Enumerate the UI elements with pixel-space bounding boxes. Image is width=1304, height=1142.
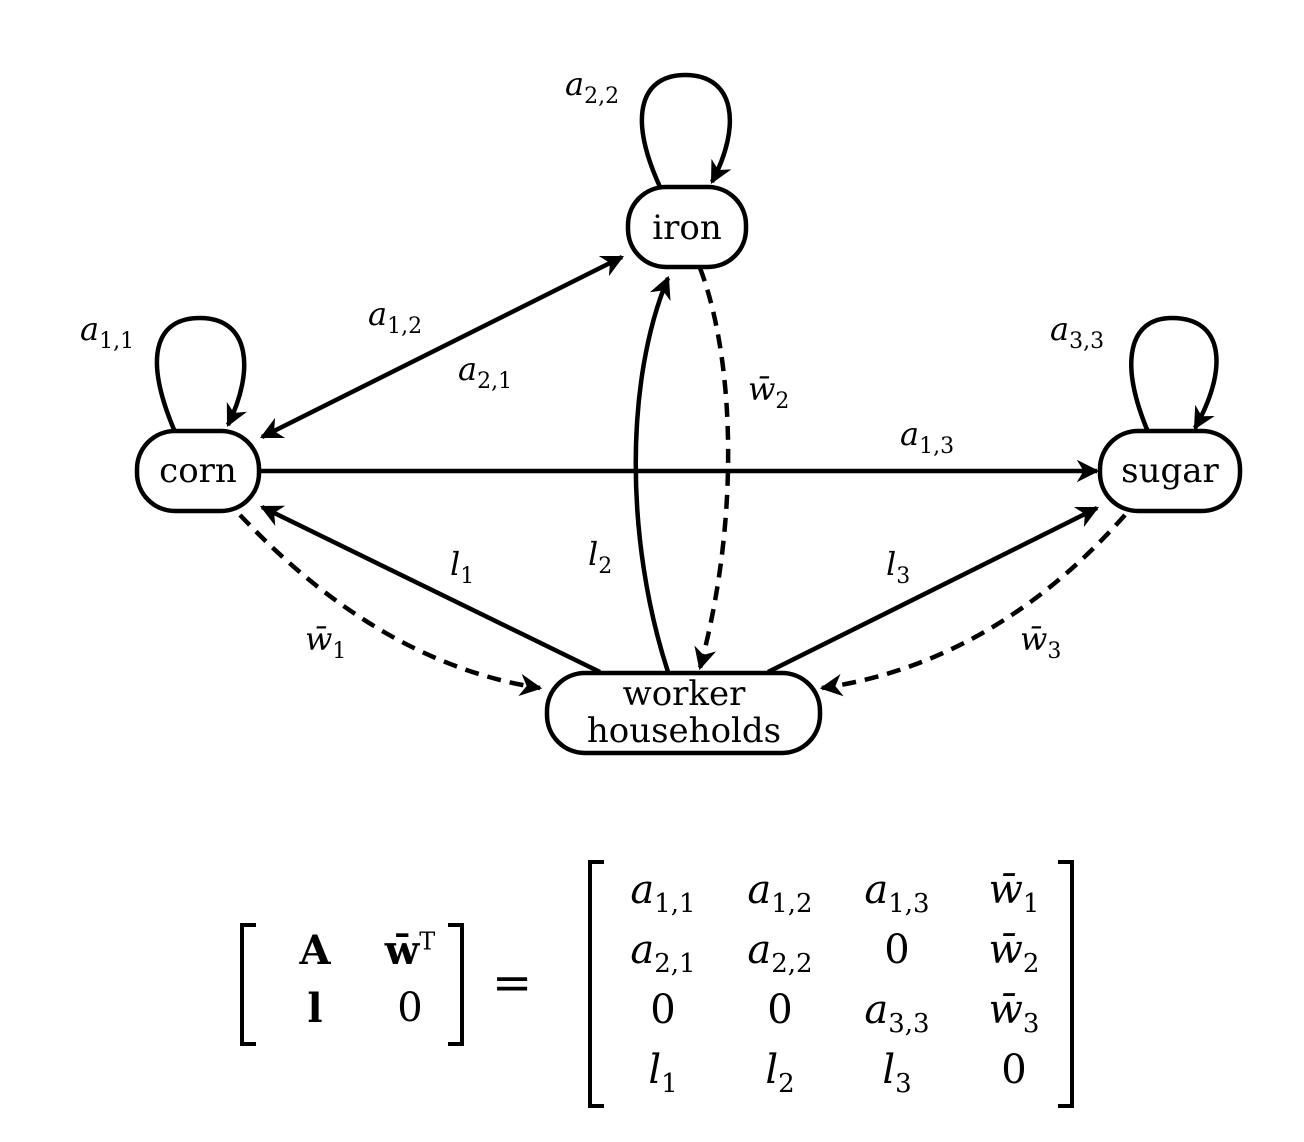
node-worker-label-line2: households	[587, 711, 781, 751]
rhs-cell: a1,2	[747, 867, 813, 919]
lhs-cell: l	[307, 985, 323, 1032]
edge-label: l2	[588, 535, 612, 579]
edge-label: a1,1	[80, 310, 134, 354]
edge-label: a2,2	[565, 65, 619, 109]
lhs-cell: w̄T	[384, 927, 436, 974]
rhs-cell: 0	[1001, 1047, 1027, 1093]
edge-worker-sugar	[766, 505, 1100, 675]
node-iron-label: iron	[652, 208, 722, 248]
edge-corn-iron	[259, 254, 625, 440]
lhs-left-bracket	[240, 923, 256, 1046]
lhs-cell: A	[299, 927, 331, 974]
edge-label: l3	[886, 545, 910, 589]
rhs-cell: a3,3	[864, 987, 930, 1039]
rhs-cell: a2,1	[630, 927, 696, 979]
edge-sugar-worker-dashed	[819, 513, 1127, 697]
rhs-cell: w̄1	[988, 867, 1040, 919]
edge-label: l1	[450, 545, 474, 589]
edge-label: a3,3	[1050, 310, 1104, 354]
edge-label: a1,3	[900, 415, 954, 459]
edge-iron-self-loop	[639, 72, 733, 188]
lhs-right-bracket	[448, 923, 464, 1046]
lhs-cell: 0	[397, 985, 423, 1031]
edge-label: w̄2	[748, 370, 789, 414]
flow-graph: iron corn sugar worker households a1,1 a2…	[80, 65, 1243, 756]
edge-label: a1,2	[368, 295, 422, 339]
node-worker-households: worker households	[544, 670, 823, 756]
rhs-cell: a1,1	[630, 867, 696, 919]
edge-label: w̄1	[305, 620, 346, 664]
rhs-cell: 0	[650, 987, 676, 1033]
edge-label: a2,1	[458, 350, 512, 394]
edge-label: w̄3	[1020, 620, 1061, 664]
rhs-cell: w̄2	[988, 927, 1040, 979]
rhs-cell: a2,2	[747, 927, 813, 979]
rhs-cell: 0	[767, 987, 793, 1033]
edge-sugar-self-loop	[1129, 315, 1219, 433]
rhs-cell: w̄3	[988, 987, 1040, 1039]
rhs-cell: a1,3	[864, 867, 930, 919]
edge-corn-worker-dashed	[238, 513, 543, 697]
node-corn-label: corn	[159, 451, 237, 491]
rhs-left-bracket	[588, 860, 604, 1108]
rhs-cell: l3	[882, 1047, 912, 1099]
edge-corn-self-loop	[154, 315, 248, 433]
rhs-cell: l2	[765, 1047, 795, 1099]
rhs-right-bracket	[1058, 860, 1074, 1108]
edge-iron-worker-dashed	[694, 267, 731, 671]
node-corn: corn	[134, 428, 262, 514]
rhs-cell: l1	[648, 1047, 678, 1099]
node-iron: iron	[625, 184, 749, 270]
edge-worker-corn	[259, 504, 601, 675]
node-worker-label-line1: worker	[623, 674, 747, 714]
node-sugar: sugar	[1097, 428, 1243, 514]
edge-worker-iron	[633, 275, 671, 673]
node-sugar-label: sugar	[1121, 451, 1219, 491]
rhs-cell: 0	[884, 927, 910, 973]
equals-sign: =	[492, 955, 533, 1011]
